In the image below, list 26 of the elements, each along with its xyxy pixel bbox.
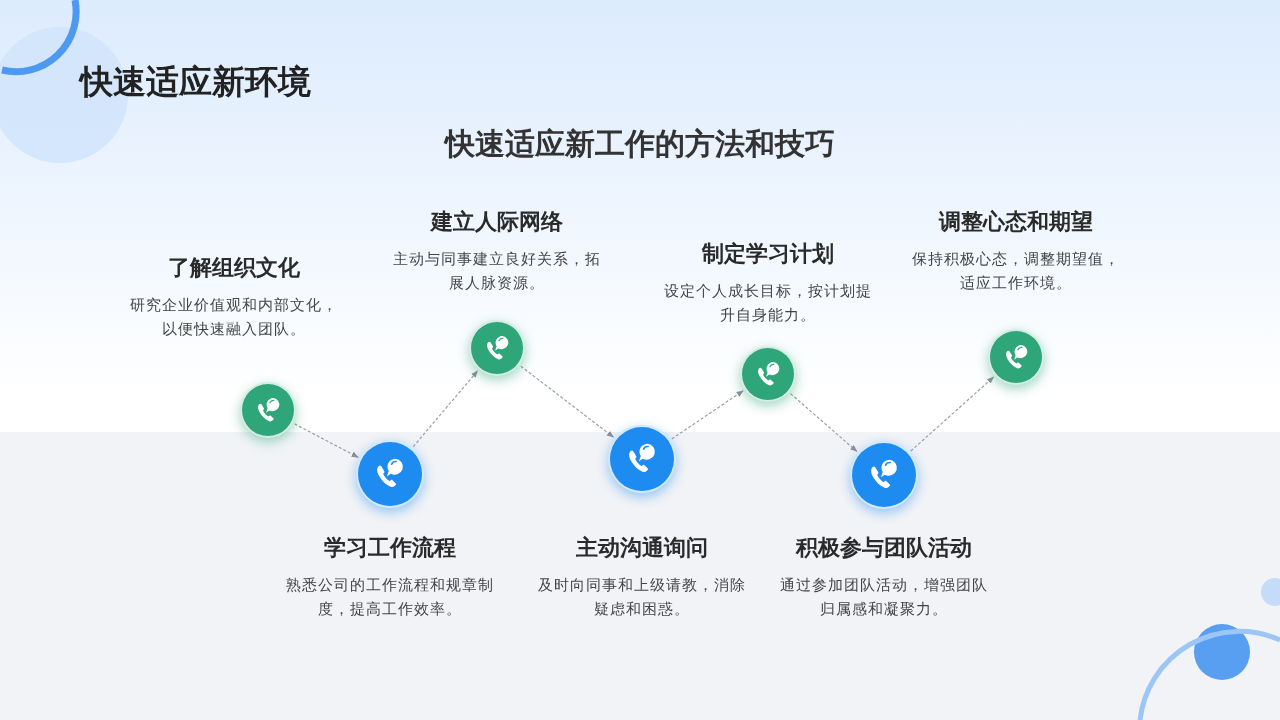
step-description: 保持积极心态，调整期望值，适应工作环境。 bbox=[911, 249, 1121, 294]
step-description: 设定个人成长目标，按计划提升自身能力。 bbox=[663, 281, 873, 326]
step-heading: 积极参与团队活动 bbox=[796, 534, 972, 562]
page-title: 快速适应新环境 bbox=[80, 61, 311, 103]
arrow bbox=[671, 390, 744, 440]
arrow bbox=[790, 393, 858, 452]
step-description: 主动与同事建立良好关系，拓展人脉资源。 bbox=[392, 249, 602, 294]
step-circle bbox=[740, 346, 796, 402]
arrow bbox=[520, 365, 614, 438]
subtitle: 快速适应新工作的方法和技巧 bbox=[445, 125, 835, 163]
step-heading: 学习工作流程 bbox=[324, 534, 456, 562]
step-circle bbox=[240, 382, 296, 438]
arrow bbox=[412, 370, 479, 448]
step-heading: 了解组织文化 bbox=[168, 254, 300, 282]
step-circle bbox=[988, 329, 1044, 385]
step-description: 通过参加团队活动，增强团队归属感和凝聚力。 bbox=[779, 575, 989, 620]
arrow bbox=[294, 423, 359, 458]
step-circle bbox=[469, 320, 525, 376]
step-heading: 调整心态和期望 bbox=[939, 208, 1093, 236]
arrow bbox=[910, 376, 995, 452]
step-heading: 主动沟通询问 bbox=[576, 534, 708, 562]
step-heading: 制定学习计划 bbox=[702, 240, 834, 268]
step-description: 研究企业价值观和内部文化，以便快速融入团队。 bbox=[129, 295, 339, 340]
step-description: 熟悉公司的工作流程和规章制度，提高工作效率。 bbox=[285, 575, 495, 620]
step-description: 及时向同事和上级请教，消除疑虑和困惑。 bbox=[537, 575, 747, 620]
step-heading: 建立人际网络 bbox=[431, 208, 563, 236]
